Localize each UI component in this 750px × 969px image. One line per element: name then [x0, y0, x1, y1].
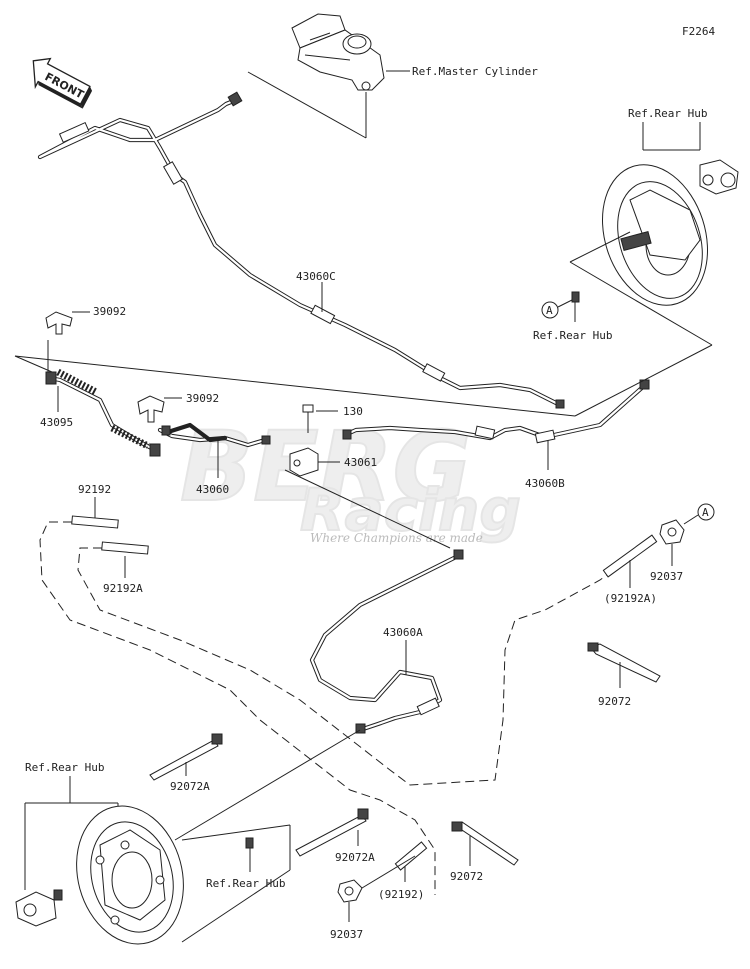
part-43060A-label: 43060A — [383, 626, 423, 639]
part-92037-bottom-label: 92037 — [330, 928, 363, 941]
part-92192-paren-label: (92192) — [378, 888, 424, 901]
watermark-tagline: Where Champions are made — [310, 531, 483, 545]
hose-guard-92192: 92192 — [71, 483, 119, 529]
cable-tie-92072-bottom: 92072 — [450, 821, 519, 883]
brake-pipe-43060C: 43060C — [37, 91, 565, 409]
part-92072-bottom-label: 92072 — [450, 870, 483, 883]
clip-39092-upper: 39092 — [45, 305, 126, 335]
part-130-label: 130 — [343, 405, 363, 418]
hose-guard-92192A: 92192A — [101, 541, 149, 595]
guide-line — [14, 355, 576, 417]
watermark-sub: Racing — [300, 476, 521, 544]
cable-tie-92072A-left: 92072A — [149, 733, 223, 793]
ref-rear-hub-bottom: Ref.Rear Hub — [206, 837, 285, 890]
part-92037-right-label: 92037 — [650, 570, 683, 583]
cable-route-left — [39, 521, 436, 895]
master-cylinder: Ref.Master Cylinder — [247, 13, 538, 139]
callout-a-right-letter: A — [702, 506, 709, 519]
part-92192-label: 92192 — [78, 483, 111, 496]
clamp-92037-bottom: 92037 — [330, 855, 416, 941]
ref-rear-hub-left-label: Ref.Rear Hub — [25, 761, 104, 774]
ref-rear-hub-bottom-label: Ref.Rear Hub — [206, 877, 285, 890]
rear-hub-top-right: Ref.Rear Hub — [569, 107, 739, 417]
clip-39092-lower: 39092 — [137, 392, 219, 423]
part-43060B-label: 43060B — [525, 477, 565, 490]
part-92072A-left-label: 92072A — [170, 780, 210, 793]
part-43060-label: 43060 — [196, 483, 229, 496]
callout-a-upper: A Ref.Rear Hub — [533, 291, 612, 342]
part-92072-right-label: 92072 — [598, 695, 631, 708]
cable-tie-92072-right: 92072 — [587, 642, 661, 708]
part-43060C-label: 43060C — [296, 270, 336, 283]
brake-pipe-43060: 43060 — [157, 422, 271, 496]
ref-rear-hub-top-label: Ref.Rear Hub — [628, 107, 707, 120]
part-43061-label: 43061 — [344, 456, 377, 469]
brake-hose-43095: 43095 — [40, 368, 161, 457]
clamp-92037-right: A 92037 — [650, 503, 715, 583]
callout-a-letter: A — [546, 304, 553, 317]
ref-master-cylinder-label: Ref.Master Cylinder — [412, 65, 538, 78]
cable-route-right — [77, 539, 656, 786]
front-arrow-icon: FRONT — [32, 57, 93, 109]
hose-guard-92192-lower: (92192) — [378, 841, 428, 901]
part-39092-lower-label: 39092 — [186, 392, 219, 405]
rear-hub-bottom-left: Ref.Rear Hub — [15, 761, 291, 945]
part-92192A-label: 92192A — [103, 582, 143, 595]
hose-guard-92192A-right: (92192A) — [602, 534, 658, 605]
joint-43061: 43061 — [289, 447, 377, 477]
part-43095-label: 43095 — [40, 416, 73, 429]
cable-tie-92072A-mid: 92072A — [295, 808, 375, 864]
brake-pipe-43060A: 43060A — [174, 549, 464, 841]
figure-code: F2264 — [682, 25, 715, 38]
ref-rear-hub-a-label: Ref.Rear Hub — [533, 329, 612, 342]
part-92072A-mid-label: 92072A — [335, 851, 375, 864]
part-92192A-paren-label: (92192A) — [604, 592, 657, 605]
bolt-130: 130 — [302, 404, 363, 433]
part-39092-upper-label: 39092 — [93, 305, 126, 318]
